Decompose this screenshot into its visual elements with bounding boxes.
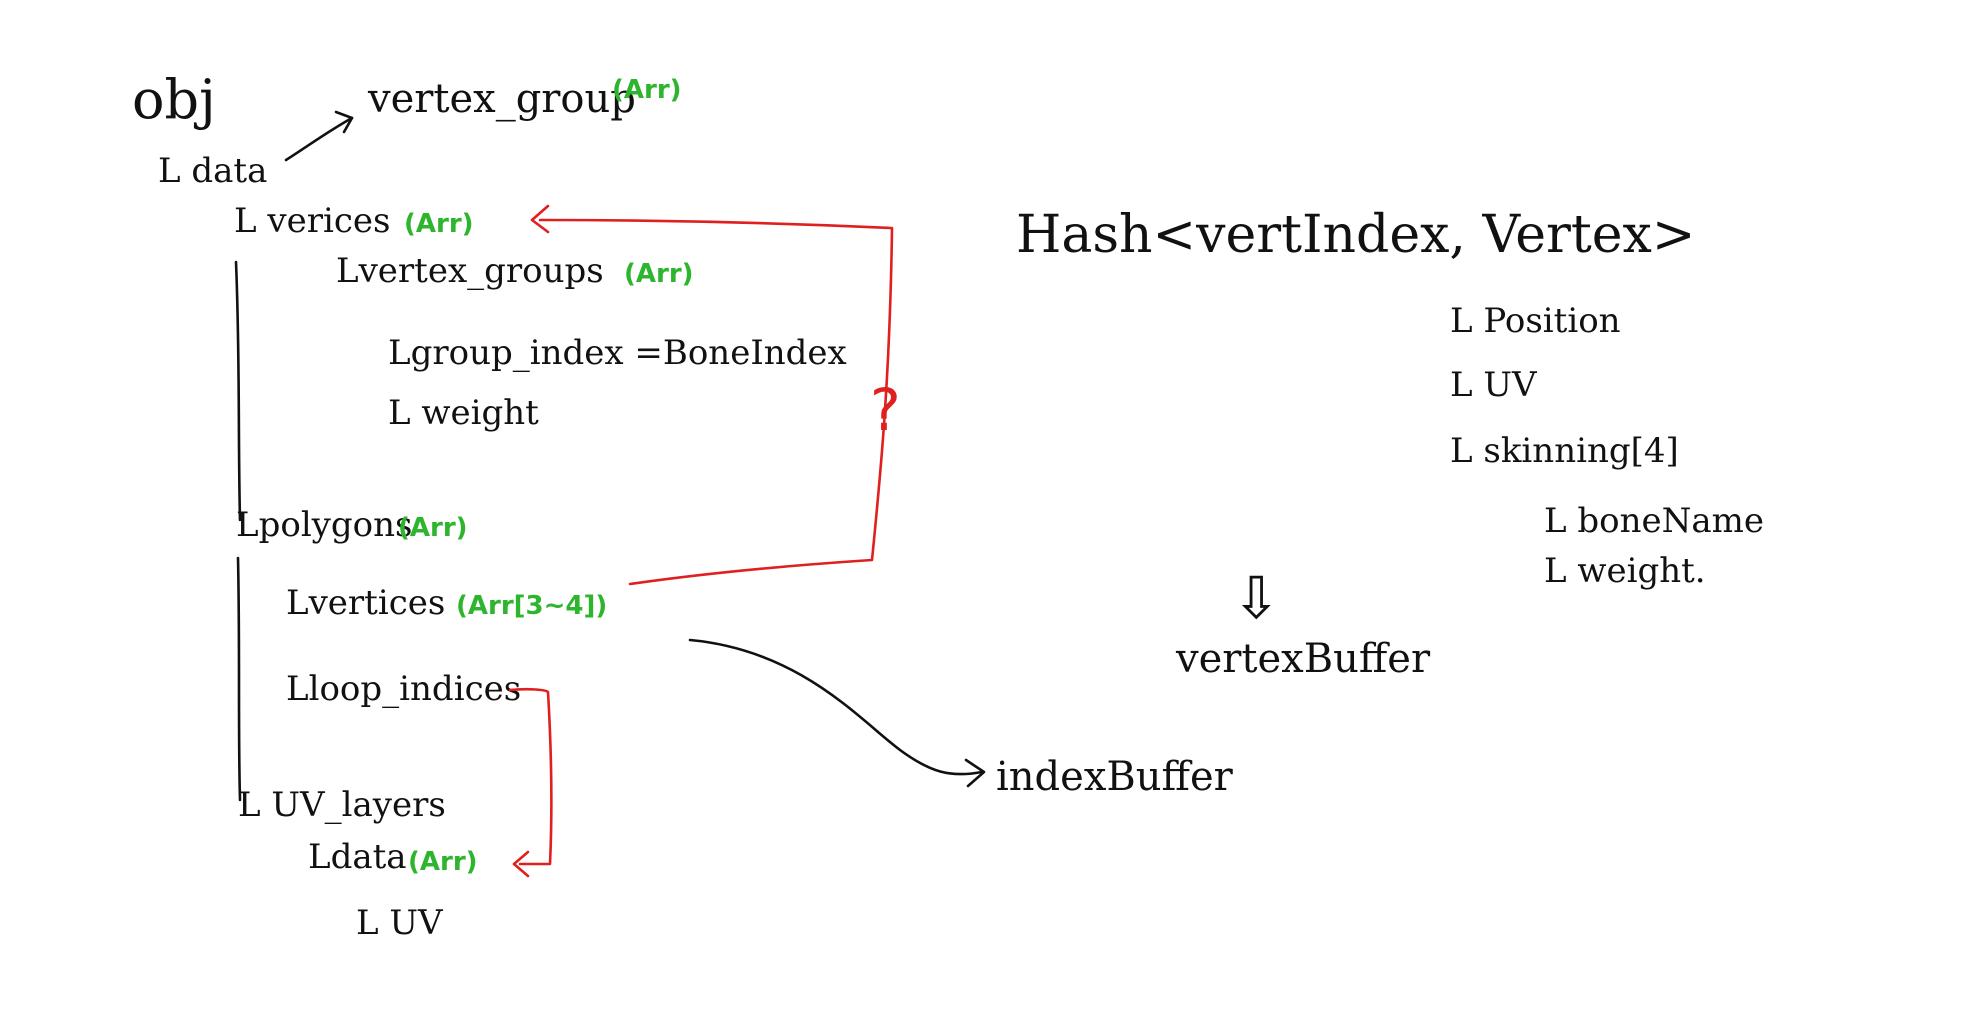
node-vertex-group: vertex_group: [367, 76, 636, 122]
arrow-head-index-buffer: [964, 758, 986, 788]
tag-polygons-arr: (Arr): [398, 513, 468, 543]
node-uv: L UV: [356, 903, 444, 943]
node-vertices: L verices: [234, 201, 390, 241]
tree-line-vertices: [234, 260, 242, 522]
tag-poly-vertices-arr: (Arr[3~4]): [456, 591, 607, 621]
node-uv-data: Ldata: [308, 837, 407, 877]
arrow-data-to-vertex-group: [284, 116, 354, 162]
hash-title: Hash<vertIndex, Vertex>: [1016, 205, 1695, 265]
arrow-to-index-buffer: [688, 638, 984, 776]
question-mark: ?: [870, 376, 901, 444]
tag-vertex-group-arr: (Arr): [612, 75, 682, 105]
tag-vertex-groups-arr: (Arr): [624, 259, 694, 289]
red-link-vertices: [538, 218, 894, 586]
node-uv-layers: L UV_layers: [238, 785, 446, 825]
node-polygons: Lpolygons: [236, 505, 412, 545]
tag-vertices-arr: (Arr): [404, 209, 474, 239]
tag-uv-data-arr: (Arr): [408, 847, 478, 877]
arrow-head-vertex-group: [334, 110, 354, 134]
node-loop-indices: Lloop_indices: [286, 669, 521, 709]
tree-line-polygons: [236, 556, 242, 802]
node-index-buffer: indexBuffer: [996, 754, 1234, 800]
node-poly-vertices: Lvertices: [286, 583, 445, 623]
red-arrow-head-vertices: [530, 204, 550, 234]
node-data: L data: [158, 151, 267, 191]
node-obj: obj: [132, 68, 216, 131]
hash-bone-name: L boneName: [1544, 501, 1764, 541]
node-vertex-groups: Lvertex_groups: [336, 251, 604, 291]
red-arrow-head-uv-data: [512, 850, 530, 878]
node-weight: L weight: [388, 393, 539, 433]
hash-weight: L weight.: [1544, 551, 1706, 591]
red-link-loop-indices: [508, 687, 553, 866]
hash-position: L Position: [1450, 301, 1621, 341]
node-group-index: Lgroup_index =BoneIndex: [388, 333, 847, 373]
hash-uv: L UV: [1450, 365, 1538, 405]
down-arrow-icon: ⇩: [1232, 564, 1281, 632]
node-vertex-buffer: vertexBuffer: [1175, 636, 1431, 682]
hash-skinning: L skinning[4]: [1450, 431, 1679, 471]
